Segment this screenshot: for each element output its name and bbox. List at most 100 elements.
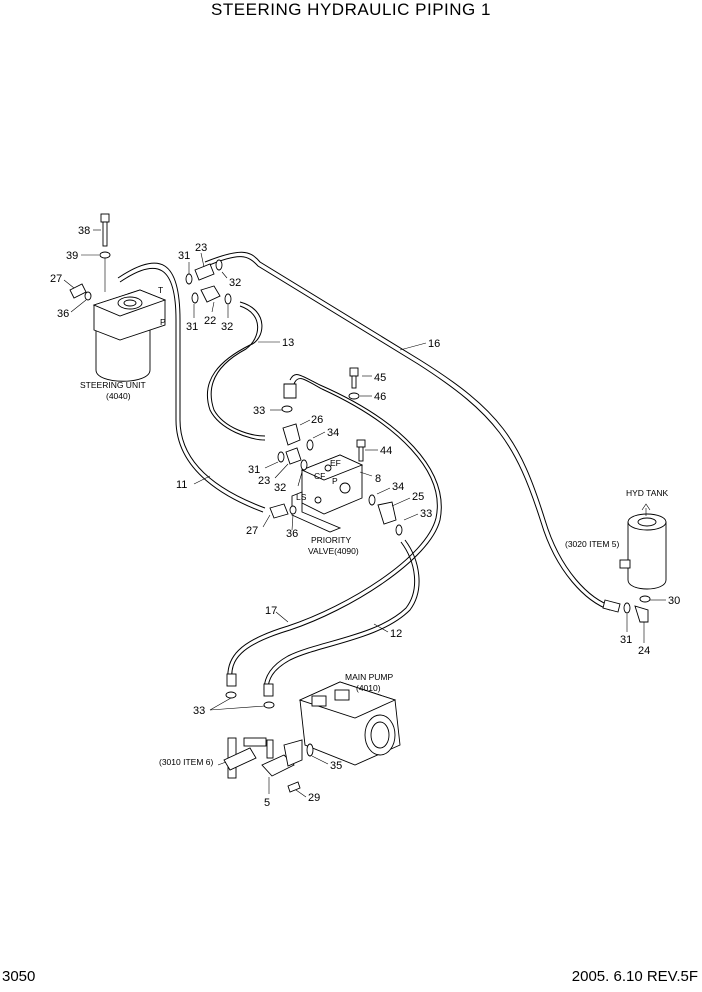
bolt-29 [287, 781, 301, 793]
bolt-38 [100, 213, 110, 247]
pump-item-label: (3010 ITEM 6) [159, 757, 213, 767]
leader-lines [63, 229, 666, 798]
oring-34a [306, 439, 314, 451]
oring-33b [395, 524, 403, 536]
washer-39 [99, 251, 111, 259]
callout-23: 23 [195, 242, 207, 254]
hose-11-inner [119, 267, 264, 513]
callout-27: 27 [50, 273, 62, 285]
main-pump-label: MAIN PUMP [345, 672, 394, 682]
hose-12-inner [263, 541, 416, 691]
hose-end-12 [263, 683, 274, 697]
hose-11 [117, 262, 266, 509]
washer-46 [348, 392, 360, 400]
callout-34: 34 [327, 427, 339, 439]
callout-13: 13 [282, 337, 294, 349]
oring-33a [281, 405, 293, 413]
callout-39: 39 [66, 250, 78, 262]
fitting-23b [285, 447, 302, 465]
fitting-23a [194, 263, 215, 281]
callout-36: 36 [286, 528, 298, 540]
callouts: 38 39 27 36 31 23 32 31 22 32 13 16 45 4… [50, 225, 680, 809]
hose-16-inner [206, 256, 611, 611]
callout-36: 36 [57, 308, 69, 320]
callout-30: 30 [668, 595, 680, 607]
callout-26: 26 [311, 414, 323, 426]
hose-end-tank [602, 599, 621, 613]
arrow-up-icon [641, 503, 651, 516]
port-ls-label: LS [296, 492, 307, 502]
callout-33: 33 [253, 405, 265, 417]
callout-8: 8 [375, 473, 381, 485]
oring-31a [185, 273, 193, 285]
oring-34b [368, 494, 376, 506]
oring-31d [623, 602, 631, 614]
steering-unit-ref: (4040) [106, 391, 131, 401]
oring-36a [84, 291, 92, 301]
port-ef-label: EF [330, 458, 341, 468]
callout-31: 31 [620, 634, 632, 646]
fitting-27a [69, 283, 87, 299]
callout-17: 17 [265, 605, 277, 617]
callout-29: 29 [308, 792, 320, 804]
callout-38: 38 [78, 225, 90, 237]
fitting-27b [269, 503, 289, 519]
revision-date: 2005. 6.10 REV.5F [571, 968, 698, 985]
page-number: 3050 [2, 968, 36, 985]
port-t-label: T [158, 285, 163, 295]
hose-12 [267, 539, 420, 691]
priority-valve-label: PRIORITY [311, 535, 351, 545]
oring-35 [306, 743, 314, 757]
hose-17-inner [227, 378, 438, 681]
callout-46: 46 [374, 391, 386, 403]
callout-11: 11 [176, 479, 187, 491]
callout-44: 44 [380, 445, 392, 457]
oring-31c [277, 451, 285, 463]
callout-33: 33 [420, 508, 432, 520]
bolt-45 [349, 367, 359, 389]
callout-32: 32 [274, 482, 286, 494]
oring-30 [639, 595, 651, 603]
oring-32c [300, 459, 308, 471]
oring-32a [215, 259, 223, 271]
callout-22: 22 [204, 315, 216, 327]
callout-24: 24 [638, 645, 650, 657]
oring-31b [191, 292, 199, 304]
oring-32b [224, 293, 232, 305]
hose-13 [206, 301, 266, 441]
priority-valve: CF LS EF P [291, 454, 364, 533]
callout-23: 23 [258, 475, 270, 487]
fitting-25 [377, 501, 397, 525]
port-p-valve-label: P [332, 476, 338, 486]
flange-5 [261, 739, 303, 777]
callout-34: 34 [392, 481, 404, 493]
fitting-26 [282, 423, 301, 446]
callout-5: 5 [264, 797, 270, 809]
callout-32: 32 [229, 277, 241, 289]
port-p-label: P [160, 317, 166, 327]
oring-33c-right [263, 701, 275, 709]
callout-45: 45 [374, 372, 386, 384]
callout-35: 35 [330, 760, 342, 772]
hose-fitting-top [283, 383, 297, 399]
priority-valve-ref: VALVE(4090) [308, 546, 359, 556]
callout-27: 27 [246, 525, 258, 537]
callout-32: 32 [221, 321, 233, 333]
callout-25: 25 [412, 491, 424, 503]
main-pump [298, 681, 401, 766]
hose-end-17 [226, 673, 237, 687]
hyd-tank [619, 513, 667, 590]
bolt-44 [356, 439, 366, 462]
steering-unit-label: STEERING UNIT [80, 380, 146, 390]
main-pump-ref: (4010) [356, 683, 381, 693]
callout-33: 33 [193, 705, 205, 717]
hose-16 [204, 251, 613, 607]
callout-31: 31 [178, 250, 190, 262]
callout-31: 31 [248, 464, 260, 476]
hyd-tank-label: HYD TANK [626, 488, 669, 498]
callout-31: 31 [186, 321, 198, 333]
fitting-24 [634, 605, 649, 623]
hose-17 [231, 374, 442, 681]
tank-item-label: (3020 ITEM 5) [565, 539, 619, 549]
